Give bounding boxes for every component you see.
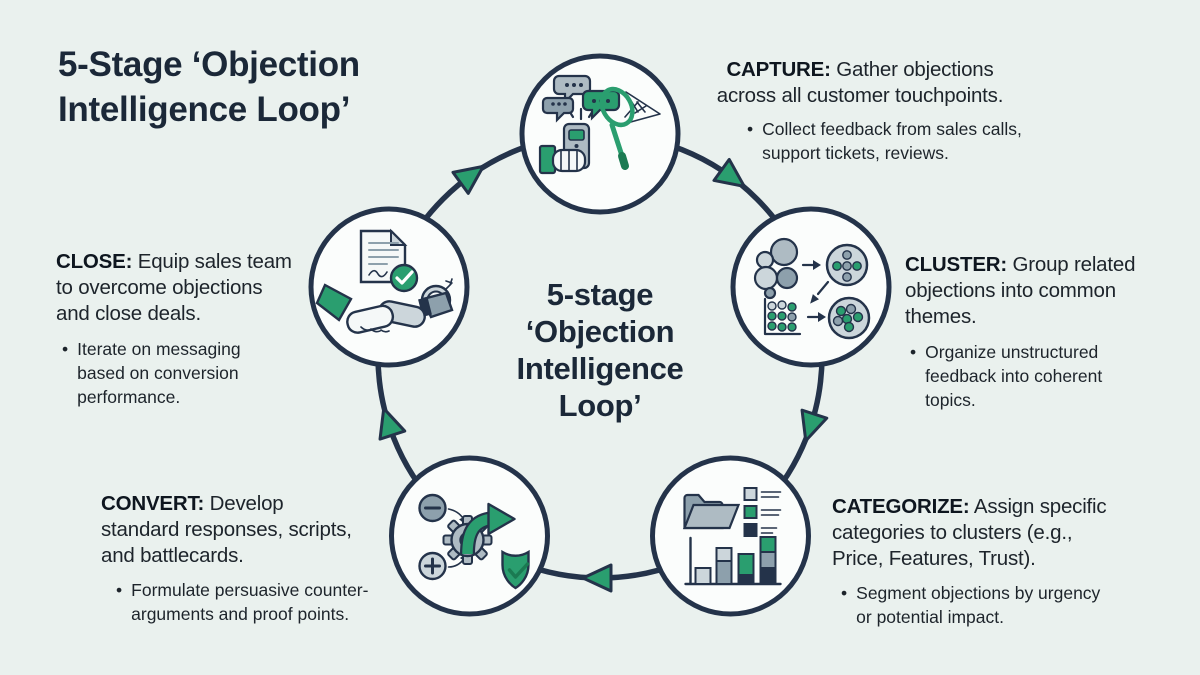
green-arrow-icon (460, 502, 516, 555)
stage-close-bullet: •Iterate on messaging based on conversio… (62, 339, 241, 407)
bar-chart-icon (684, 536, 782, 586)
stage-categorize-bullet: •Segment objections by urgency or potent… (841, 583, 1101, 627)
stage-capture-label: CAPTURE: (726, 58, 831, 81)
handshake-icon (315, 283, 454, 334)
stage-close-description: Equip sales team to overcome objections … (56, 250, 292, 325)
stage-cluster-bullet: •Organize unstructured feedback into coh… (910, 342, 1103, 410)
stage-close-text: CLOSE: Equip sales team to overcome obje… (56, 249, 336, 409)
bullet-marker: • (910, 342, 917, 362)
stage-convert-description: Develop standard responses, scripts, and… (101, 492, 352, 567)
butterfly-net-icon (599, 86, 661, 170)
stage-categorize-text: CATEGORIZE: Assign specific categories t… (832, 494, 1172, 629)
bullet-marker: • (116, 580, 123, 600)
legend-list-icon (743, 487, 782, 537)
stage-cluster-description: Group related objections into common the… (905, 253, 1136, 328)
loop-arrowhead (378, 406, 407, 441)
scatter-plot-icon (763, 297, 802, 336)
stage-convert-bullet: •Formulate persuasive counter- arguments… (116, 580, 369, 624)
minus-circle-icon (418, 493, 447, 523)
stage-categorize-description: Assign specific categories to clusters (… (832, 495, 1107, 570)
cluster-circle-icon (827, 296, 871, 340)
loop-arrowhead (581, 563, 613, 593)
cluster-circle-icon (825, 243, 869, 287)
loop-center-label: 5-stage ‘Objection Intelligence Loop’ (516, 277, 684, 423)
stage-capture-bullet: •Collect feedback from sales calls, supp… (747, 119, 1022, 163)
capture-net-icon (538, 74, 661, 175)
stage-convert-label: CONVERT: (101, 492, 205, 515)
hand-icon (538, 144, 587, 175)
stage-close-label: CLOSE: (56, 250, 133, 273)
shield-check-icon (501, 549, 530, 590)
speech-bubble-icon (541, 96, 575, 123)
stage-capture-text: CAPTURE: Gather objections across all cu… (650, 57, 1070, 165)
page-title: 5-Stage ‘Objection Intelligence Loop’ (58, 45, 360, 129)
check-badge-icon (389, 263, 419, 293)
bullet-marker: • (62, 339, 69, 359)
unclustered-dots-icon (753, 237, 799, 300)
folder-icon (682, 493, 741, 530)
stage-categorize-node (650, 455, 811, 617)
loop-arrowhead (712, 157, 746, 188)
stage-categorize-label: CATEGORIZE: (832, 495, 970, 518)
bullet-marker: • (841, 583, 848, 603)
stage-cluster-text: CLUSTER: Group related objections into c… (905, 252, 1165, 412)
stage-capture-description: Gather objections across all customer to… (716, 58, 1004, 107)
handshake-deal-icon (315, 228, 454, 334)
gear-arrow-shield-icon (418, 493, 530, 590)
cluster-grouping-icon (753, 237, 871, 340)
stage-convert-text: CONVERT: Develop standard responses, scr… (101, 491, 401, 626)
folder-bar-chart-icon (682, 487, 782, 586)
stage-cluster-label: CLUSTER: (905, 253, 1008, 276)
loop-arrowhead (451, 164, 485, 195)
arrow-diagonal-icon (816, 280, 830, 296)
bullet-marker: • (747, 119, 754, 139)
loop-arrowhead (800, 408, 829, 443)
plus-circle-icon (418, 551, 447, 581)
